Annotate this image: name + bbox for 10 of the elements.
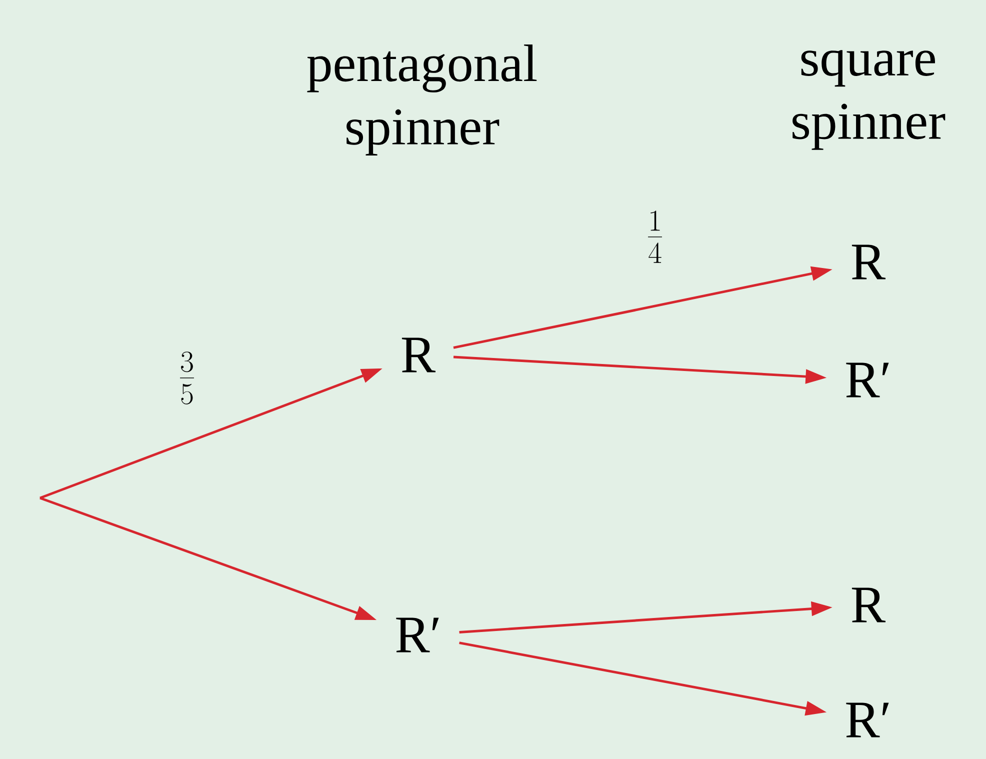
outcome-label: R (852, 588, 886, 622)
outcome-label: R (402, 338, 436, 372)
column-heading: pentagonal spinner (307, 44, 537, 156)
outcome-label: R′ (396, 618, 439, 652)
outcome-label: R (852, 244, 886, 280)
edge-label: $\frac{1}{4}$ (644, 209, 666, 265)
outcome-label: R′ (846, 702, 889, 738)
edge-label: $\frac{3}{5}$ (176, 350, 198, 406)
outcome-label: R′ (846, 362, 889, 398)
column-heading: square spinner (792, 50, 946, 150)
